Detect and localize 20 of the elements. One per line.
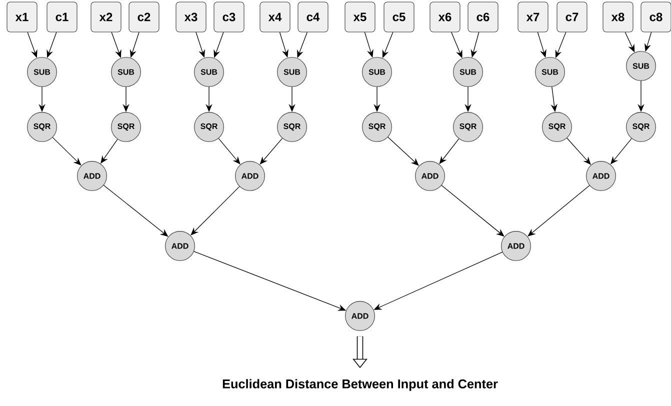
result-text: Euclidean Distance Between Input and Center <box>222 379 498 391</box>
input-box: c4 <box>298 2 328 32</box>
input-box: x1 <box>6 2 38 32</box>
input-box: x6 <box>430 2 460 32</box>
input-box: c1 <box>46 2 78 32</box>
arrow <box>528 185 590 236</box>
input-box: c8 <box>640 2 671 32</box>
input-box: x2 <box>90 2 122 32</box>
input-box: c7 <box>556 2 588 32</box>
input-box: x3 <box>176 2 206 32</box>
input-box: x4 <box>260 2 290 32</box>
input-box: c6 <box>468 2 498 32</box>
arrow <box>190 186 240 236</box>
input-box: c3 <box>214 2 244 32</box>
input-box: x8 <box>602 2 634 32</box>
input-box: x7 <box>518 2 548 32</box>
input-box: c2 <box>128 2 160 32</box>
arrow <box>624 32 635 52</box>
input-box: x5 <box>344 2 376 32</box>
input-box: c5 <box>384 2 414 32</box>
